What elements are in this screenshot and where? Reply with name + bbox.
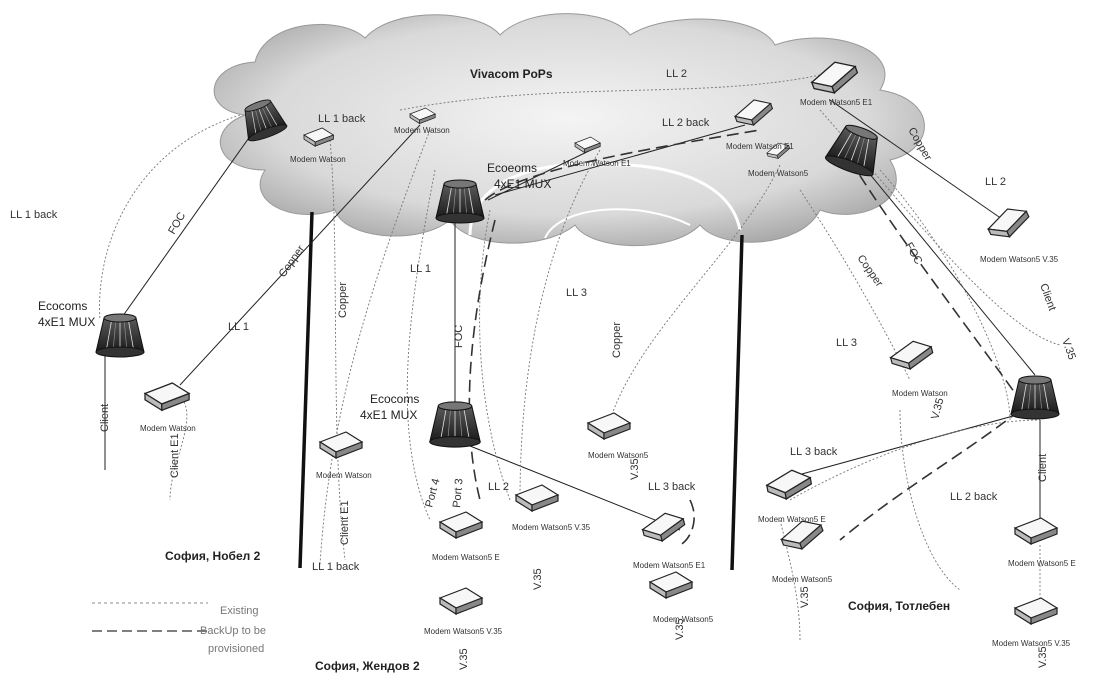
- label-client-far-right: Client: [1037, 282, 1058, 313]
- mux-nobel-label-1: Ecocoms: [38, 299, 87, 313]
- modem-label-cloud-3: Modem Watson E1: [563, 159, 631, 168]
- label-ll2-mid: LL 2: [488, 481, 509, 493]
- label-ll1-b: LL 1: [228, 321, 249, 333]
- label-copper-c: Copper: [611, 322, 623, 358]
- site-divider-left: [298, 211, 314, 569]
- modem-label-cloud-5: Modem Watson5: [748, 169, 809, 178]
- label-port4: Port 4: [423, 477, 442, 508]
- label-v35-a: V.35: [532, 568, 544, 590]
- modem-label-cloud-4: Modem Watson E1: [726, 142, 794, 151]
- modem-zhendov-2: [515, 484, 559, 512]
- label-ll2-right: LL 2: [985, 176, 1006, 188]
- modem-label-cloud-6: Modem Watson5 E1: [800, 98, 873, 107]
- label-v35-e: V.35: [929, 397, 946, 421]
- existing-links: [104, 99, 1041, 531]
- label-v35-b: V.35: [629, 458, 641, 480]
- label-foc-left: FOC: [166, 210, 188, 236]
- modem-label-cloud-1: Modem Watson: [290, 155, 346, 164]
- modem-zhendov-5: [649, 571, 693, 599]
- site-label-totleben: София, Тотлебен: [848, 599, 950, 613]
- modem-label-zhendov-6: Modem Watson5 V.35: [424, 627, 503, 636]
- mux-zhendov-label-2: 4xE1 MUX: [360, 408, 417, 422]
- modem-nobel-2: [319, 431, 363, 459]
- label-client-e1-b: Client E1: [339, 500, 351, 545]
- vivacom-cloud: [213, 13, 925, 247]
- modem-nobel-1: [144, 382, 190, 411]
- modem-zhendov-6: [439, 587, 483, 615]
- mux-cloud-label-1: Ecoeoms: [487, 161, 537, 175]
- label-copper-d: Copper: [855, 253, 886, 290]
- label-v35-d: V.35: [458, 648, 470, 670]
- modem-label-nobel-2: Modem Watson: [316, 471, 372, 480]
- mux-totleben: [1010, 375, 1060, 420]
- site-label-nobel: София, Нобел 2: [165, 549, 261, 563]
- label-ll3-back-mid: LL 3 back: [648, 481, 696, 493]
- label-v35-h: V.35: [1059, 337, 1078, 361]
- label-copper-a: Copper: [277, 243, 308, 280]
- label-ll2-back-top: LL 2 back: [662, 117, 710, 129]
- modem-label-nobel-1: Modem Watson: [140, 424, 196, 433]
- label-ll1-back-left: LL 1 back: [10, 209, 58, 221]
- label-client-e1-a: Client E1: [169, 433, 181, 478]
- modem-label-totleben-4: Modem Watson5 E: [1008, 559, 1076, 568]
- mux-zhendov: [429, 401, 481, 448]
- modem-totleben-5: [1014, 597, 1058, 625]
- modem-totleben-4: [1014, 517, 1058, 545]
- legend-backup-1: BackUp to be: [200, 625, 266, 637]
- modem-label-zhendov-3: Modem Watson5: [588, 451, 649, 460]
- cloud-title: Vivacom PoPs: [470, 67, 553, 81]
- label-ll3-b: LL 3: [836, 337, 857, 349]
- label-v35-f: V.35: [799, 586, 811, 608]
- modem-label-zhendov-5: Modem Watson5: [653, 615, 714, 624]
- label-v35-g: V.35: [1037, 646, 1049, 668]
- label-ll1-back-bottom: LL 1 back: [312, 561, 360, 573]
- label-ll2-top: LL 2: [666, 68, 687, 80]
- modem-label-totleben-5: Modem Watson5 V.35: [992, 639, 1071, 648]
- mux-zhendov-label-1: Ecocoms: [370, 392, 419, 406]
- backup-links: [468, 129, 1021, 546]
- modem-zhendov-1: [439, 511, 483, 539]
- site-divider-right: [730, 234, 744, 571]
- modem-label-totleben-3: Modem Watson5: [772, 575, 833, 584]
- modem-label-zhendov-4: Modem Watson5 E1: [633, 561, 706, 570]
- modem-totleben-1: [887, 336, 936, 374]
- label-foc-right: FOC: [902, 241, 924, 267]
- modem-label-totleben-1: Modem Watson: [892, 389, 948, 398]
- site-label-zhendov: София, Жендов 2: [315, 659, 420, 673]
- mux-nobel-label-2: 4xE1 MUX: [38, 315, 95, 329]
- legend-existing: Existing: [220, 605, 259, 617]
- mux-cloud-center: [435, 179, 485, 224]
- label-copper-b: Copper: [337, 282, 349, 318]
- modem-label-totleben-2: Modem Watson5 E: [758, 515, 826, 524]
- label-ll2-back-bottom: LL 2 back: [950, 491, 998, 503]
- modem-zhendov-4: [639, 508, 688, 546]
- label-ll3-a: LL 3: [566, 287, 587, 299]
- label-ll1-back-top: LL 1 back: [318, 113, 366, 125]
- label-client-left: Client: [99, 404, 111, 432]
- mux-cloud-label-2: 4xE1 MUX: [494, 177, 551, 191]
- modem-right-top: [983, 201, 1034, 245]
- label-ll1-a: LL 1: [410, 263, 431, 275]
- label-v35-c: V.35: [674, 618, 686, 640]
- label-port3: Port 3: [451, 478, 466, 508]
- modem-label-zhendov-2: Modem Watson5 V.35: [512, 523, 591, 532]
- modem-label-cloud-2: Modem Watson: [394, 126, 450, 135]
- modem-label-zhendov-1: Modem Watson5 E: [432, 553, 500, 562]
- legend-backup-2: provisioned: [208, 643, 264, 655]
- label-client-right: Client: [1037, 454, 1049, 482]
- modem-zhendov-3: [587, 412, 631, 440]
- mux-nobel: [95, 313, 145, 358]
- label-foc-mid: FOC: [453, 325, 465, 348]
- modem-label-right-top: Modem Watson5 V.35: [980, 255, 1059, 264]
- label-ll3-back-right: LL 3 back: [790, 446, 838, 458]
